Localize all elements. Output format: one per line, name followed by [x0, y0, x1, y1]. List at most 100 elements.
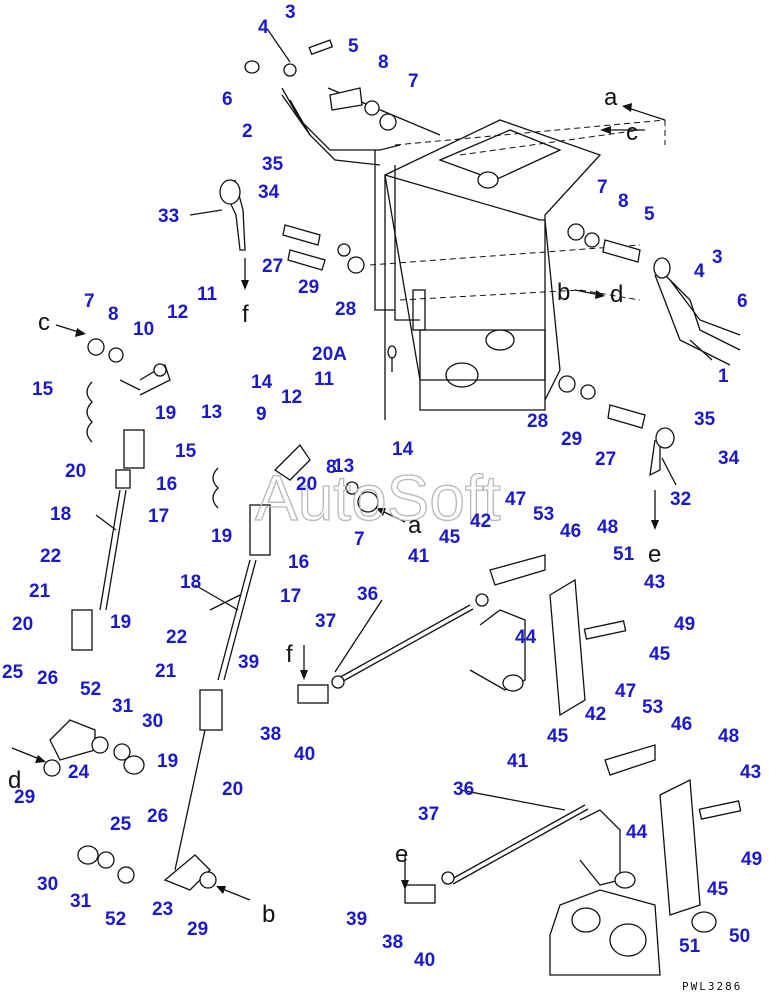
callout-19-mid: 19: [211, 526, 232, 547]
callout-35: 35: [262, 154, 284, 175]
callout-15: 15: [32, 379, 54, 400]
diagram-code: PWL3286: [682, 980, 742, 993]
callout-49-lower: 49: [741, 849, 762, 870]
callout-34: 34: [258, 182, 280, 203]
callout-11-mid: 11: [314, 369, 335, 390]
callout-26: 26: [37, 668, 58, 689]
callout-8: 8: [378, 52, 389, 73]
callout-18: 18: [50, 504, 71, 525]
callout-18-mid: 18: [180, 572, 201, 593]
callout-48-lower: 48: [718, 726, 739, 747]
callout-43-lower: 43: [740, 762, 761, 783]
callout-3-right: 3: [712, 247, 723, 268]
callout-45: 45: [439, 527, 461, 548]
callout-49: 49: [674, 614, 695, 635]
callout-46: 46: [560, 521, 581, 542]
callout-15-mid: 15: [175, 441, 197, 462]
ref-a-top: a: [604, 84, 618, 111]
callout-53-lower: 53: [642, 697, 663, 718]
washers-lower: [77, 736, 145, 884]
callout-4: 4: [258, 17, 269, 38]
ref-c-left: c: [38, 309, 50, 336]
callout-16: 16: [156, 474, 177, 495]
callout-25: 25: [2, 662, 24, 683]
view-arrows: [11, 103, 666, 901]
shaft-27-left: [282, 224, 326, 271]
ref-b-bottom: b: [262, 901, 275, 928]
callout-12-mid: 12: [281, 387, 302, 408]
callout-28: 28: [335, 299, 356, 320]
callout-48: 48: [597, 517, 618, 538]
callout-45-right: 45: [649, 644, 671, 665]
callout-38: 38: [260, 724, 281, 745]
callout-40-lower: 40: [414, 950, 435, 971]
callout-27-right: 27: [595, 449, 616, 470]
linkage-left: [43, 363, 171, 777]
callout-43: 43: [644, 572, 665, 593]
callout-16-mid: 16: [288, 552, 309, 573]
callout-52: 52: [80, 679, 101, 700]
callout-8-mid: 8: [326, 457, 337, 478]
callout-7-left: 7: [84, 291, 95, 312]
callout-32: 32: [670, 489, 691, 510]
callout-7-right: 7: [597, 177, 608, 198]
callout-17-mid: 17: [280, 586, 301, 607]
callout-20-left: 20: [12, 614, 33, 635]
callout-2: 2: [242, 121, 253, 142]
callout-31: 31: [112, 696, 134, 717]
callout-36: 36: [357, 584, 378, 605]
ref-d-mid: d: [610, 281, 623, 308]
callout-26-lower: 26: [147, 806, 168, 827]
callout-39-lower: 39: [346, 909, 367, 930]
callout-21: 21: [29, 581, 51, 602]
callout-46-lower: 46: [671, 714, 692, 735]
linkage-middle: [163, 443, 311, 891]
callout-11: 11: [197, 284, 218, 305]
callout-29-left: 29: [14, 787, 35, 808]
callout-41: 41: [408, 546, 430, 567]
ref-b-mid: b: [557, 279, 570, 306]
callout-22-mid: 22: [166, 627, 187, 648]
callout-7-mid: 7: [354, 529, 365, 550]
callout-9: 9: [256, 404, 267, 425]
callout-13: 13: [201, 402, 222, 423]
callout-21-mid: 21: [155, 661, 177, 682]
callout-19-lower: 19: [157, 751, 178, 772]
callout-42: 42: [470, 511, 491, 532]
callout-41-lower: 41: [507, 751, 529, 772]
lever-33: [219, 179, 246, 251]
callout-20: 20: [65, 461, 86, 482]
callout-7: 7: [408, 71, 419, 92]
ref-e-lower: e: [395, 841, 408, 868]
view-reference-letters: a c c b d f a e f d e b: [8, 84, 661, 928]
callout-19-left: 19: [110, 612, 131, 633]
callout-6: 6: [222, 89, 233, 110]
pump-base: [549, 889, 661, 976]
watermark: AutoSoft: [255, 462, 501, 534]
callout-45-lower: 45: [547, 726, 569, 747]
callout-35-right: 35: [694, 409, 716, 430]
callout-4-right: 4: [694, 261, 705, 282]
fasteners: [87, 39, 675, 513]
callout-numbers: 3 4 5 6 8 7 2 35 34 33 27 29 28 7 8 5 3 …: [2, 2, 762, 971]
callout-29-bottom: 29: [187, 919, 208, 940]
ref-f-lower: f: [286, 641, 293, 668]
callout-36-lower: 36: [453, 779, 474, 800]
callout-44: 44: [515, 627, 537, 648]
bracket-group-upper: [469, 554, 627, 717]
callout-42-lower: 42: [585, 704, 606, 725]
bracket-group-lower: [404, 744, 742, 933]
main-housing: [384, 119, 602, 420]
callout-52-lower: 52: [105, 909, 126, 930]
callout-51-lower: 51: [679, 936, 701, 957]
callout-8-right: 8: [618, 191, 629, 212]
callout-29-right: 29: [561, 429, 582, 450]
ref-f-upper: f: [242, 301, 249, 328]
callout-45-bottom: 45: [707, 879, 729, 900]
callout-5: 5: [348, 36, 359, 57]
callout-39: 39: [238, 652, 259, 673]
pedal-1: [654, 269, 741, 366]
ref-a-center: a: [408, 512, 422, 539]
guide-lines: [369, 119, 666, 301]
callout-3: 3: [285, 2, 296, 23]
